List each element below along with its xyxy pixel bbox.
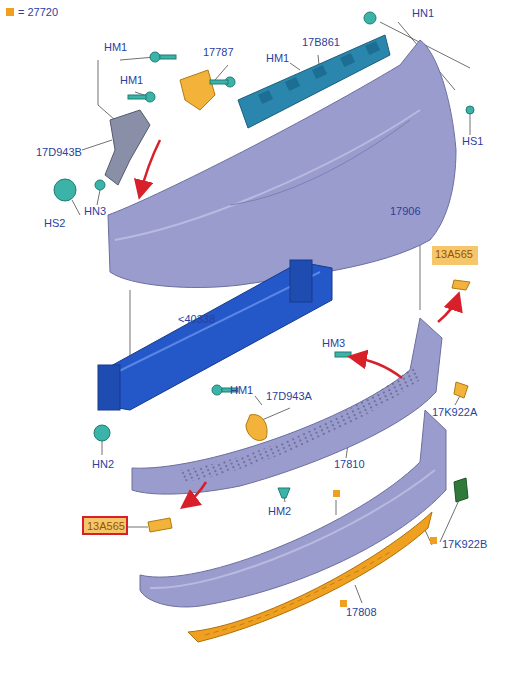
callout-number: HN1 [412, 7, 434, 20]
callout-number: HM2 [268, 505, 291, 518]
callout-number: HM1 [230, 384, 253, 397]
callout-number: 17D943A [266, 390, 312, 403]
part-number-tag: 13A565 [432, 246, 478, 265]
callout-number: 17B861 [302, 36, 340, 49]
callout-number: HM3 [322, 337, 345, 350]
callout-number: 17808 [346, 606, 377, 619]
callout-number: HN2 [92, 458, 114, 471]
callout-number: 17810 [334, 458, 365, 471]
legend-swatch [6, 8, 14, 16]
callout-number: 17787 [203, 46, 234, 59]
legend-text: = 27720 [18, 6, 58, 18]
callout-number: 17906 [390, 205, 421, 218]
callout-number: HM1 [120, 74, 143, 87]
callout-number: 17D943B [36, 146, 82, 159]
callout-number: <40338 [178, 313, 215, 326]
part-number: 13A565 [87, 520, 123, 533]
part-number: 13A565 [435, 248, 475, 261]
part-number-tag: 13A565 [82, 516, 128, 535]
callout-number: 17K922B [442, 538, 487, 551]
legend-entry: = 27720 [6, 6, 58, 18]
callout-number: HN3 [84, 205, 106, 218]
callout-number: HS2 [44, 217, 65, 230]
callout-number: HM1 [104, 41, 127, 54]
callout-number: 17K922A [432, 406, 477, 419]
callout-number: HM1 [266, 52, 289, 65]
callout-number: HS1 [462, 135, 483, 148]
